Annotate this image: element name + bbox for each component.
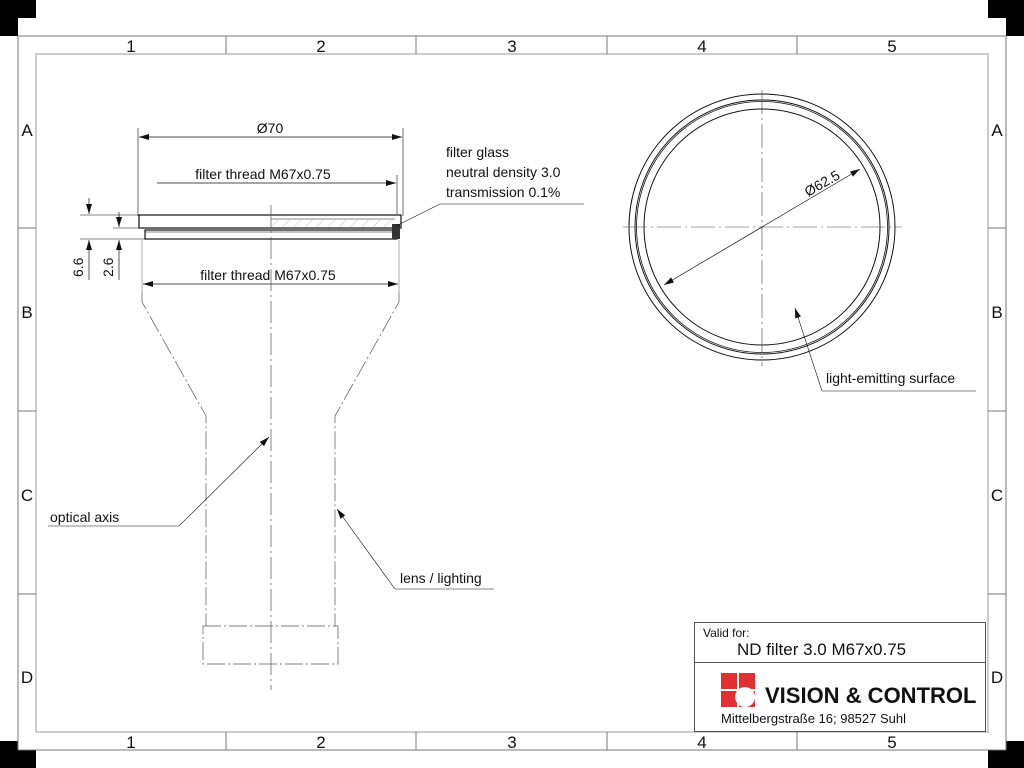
vision-control-logo-icon bbox=[721, 673, 755, 707]
valid-for-value: ND filter 3.0 M67x0.75 bbox=[737, 640, 907, 659]
row-label-left-b: B bbox=[21, 303, 32, 322]
annotation-lens-lighting: lens / lighting bbox=[400, 570, 482, 586]
row-label-right-d: D bbox=[991, 668, 1003, 687]
col-label-bottom-3: 3 bbox=[507, 733, 516, 752]
side-view bbox=[48, 128, 584, 690]
row-label-right-b: B bbox=[991, 303, 1002, 322]
col-label-top-4: 4 bbox=[697, 37, 706, 56]
company-name: VISION & CONTROL bbox=[765, 683, 977, 708]
front-view bbox=[623, 90, 976, 392]
dim-thread-bottom: filter thread M67x0.75 bbox=[200, 267, 336, 283]
valid-for-section: Valid for: ND filter 3.0 M67x0.75 bbox=[695, 623, 985, 663]
row-label-left-c: C bbox=[21, 486, 33, 505]
annotation-filter-glass-1: filter glass bbox=[446, 144, 509, 160]
col-label-top-5: 5 bbox=[887, 37, 896, 56]
dim-front-diameter: Ø62.5 bbox=[802, 167, 843, 200]
dim-thread-top: filter thread M67x0.75 bbox=[195, 166, 331, 182]
dim-height-thread: 2.6 bbox=[100, 257, 116, 277]
col-label-bottom-2: 2 bbox=[316, 733, 325, 752]
row-label-left-a: A bbox=[21, 121, 33, 140]
annotation-filter-glass-3: transmission 0.1% bbox=[446, 184, 560, 200]
annotation-filter-glass-2: neutral density 3.0 bbox=[446, 164, 561, 180]
company-address: Mittelbergstraße 16; 98527 Suhl bbox=[721, 711, 906, 726]
valid-for-label: Valid for: bbox=[703, 626, 750, 640]
row-label-left-d: D bbox=[21, 668, 33, 687]
row-label-right-c: C bbox=[991, 486, 1003, 505]
dim-outer-diameter: Ø70 bbox=[257, 120, 284, 136]
col-label-top-2: 2 bbox=[316, 37, 325, 56]
dim-height-total: 6.6 bbox=[70, 257, 86, 277]
col-label-bottom-4: 4 bbox=[697, 733, 706, 752]
col-label-top-3: 3 bbox=[507, 37, 516, 56]
row-label-right-a: A bbox=[991, 121, 1003, 140]
col-label-bottom-5: 5 bbox=[887, 733, 896, 752]
title-block: Valid for: ND filter 3.0 M67x0.75 VISION… bbox=[694, 622, 986, 732]
col-label-top-1: 1 bbox=[126, 37, 135, 56]
annotation-optical-axis: optical axis bbox=[50, 509, 119, 525]
annotation-light-emitting-surface: light-emitting surface bbox=[826, 370, 955, 386]
col-label-bottom-1: 1 bbox=[126, 733, 135, 752]
